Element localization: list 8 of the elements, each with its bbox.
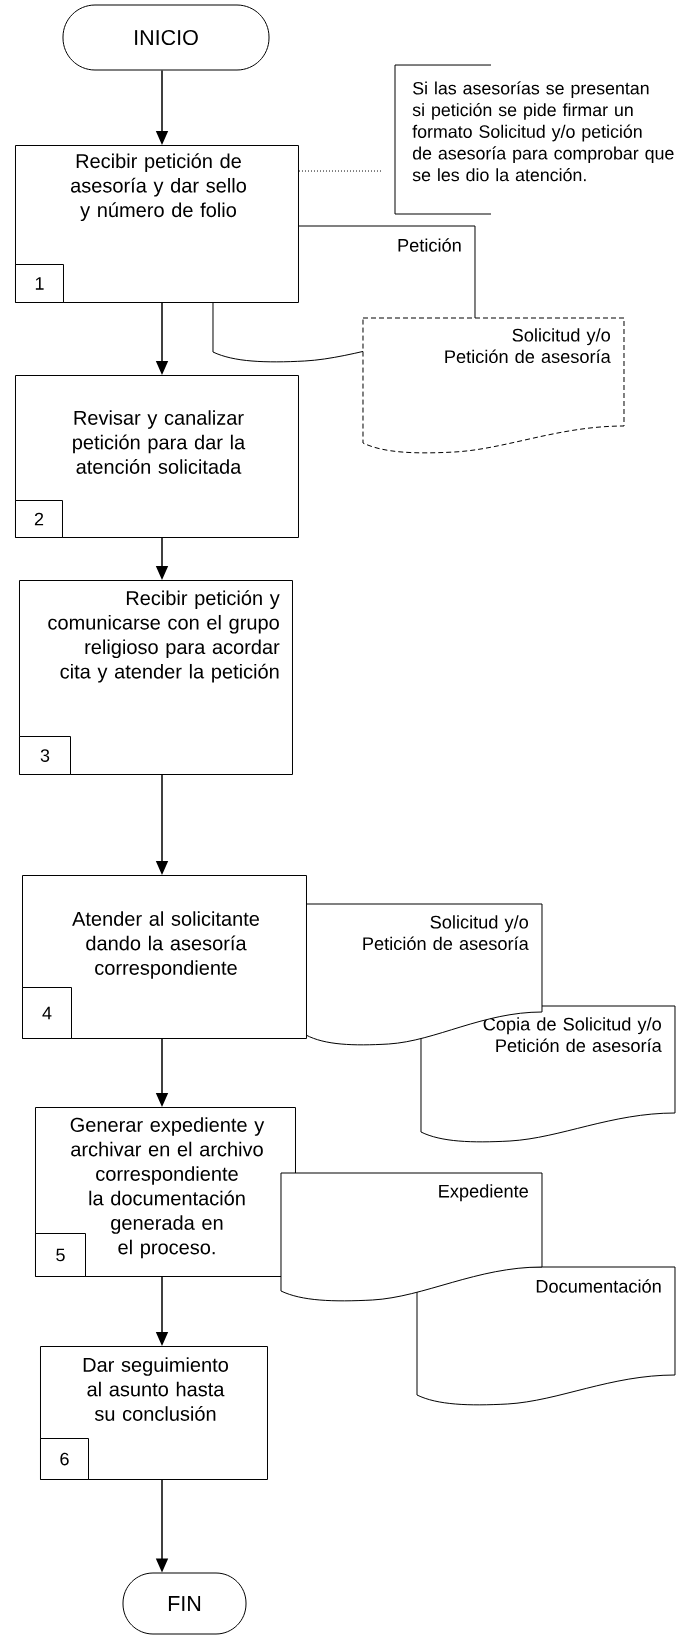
annotation-bracket: Si las asesorías se presentan si petición se pide firmar un formato Solicitud y/o petición de asesoría para comprobar que se les dio la atención. — [394, 64, 674, 215]
step-number: 4 — [22, 987, 72, 1039]
step-number: 3 — [19, 736, 71, 775]
step-number: 1 — [15, 264, 64, 303]
step-number: 6 — [40, 1438, 89, 1480]
step-number: 2 — [15, 500, 63, 538]
step-number: 5 — [35, 1233, 86, 1277]
connector-line — [298, 170, 384, 172]
